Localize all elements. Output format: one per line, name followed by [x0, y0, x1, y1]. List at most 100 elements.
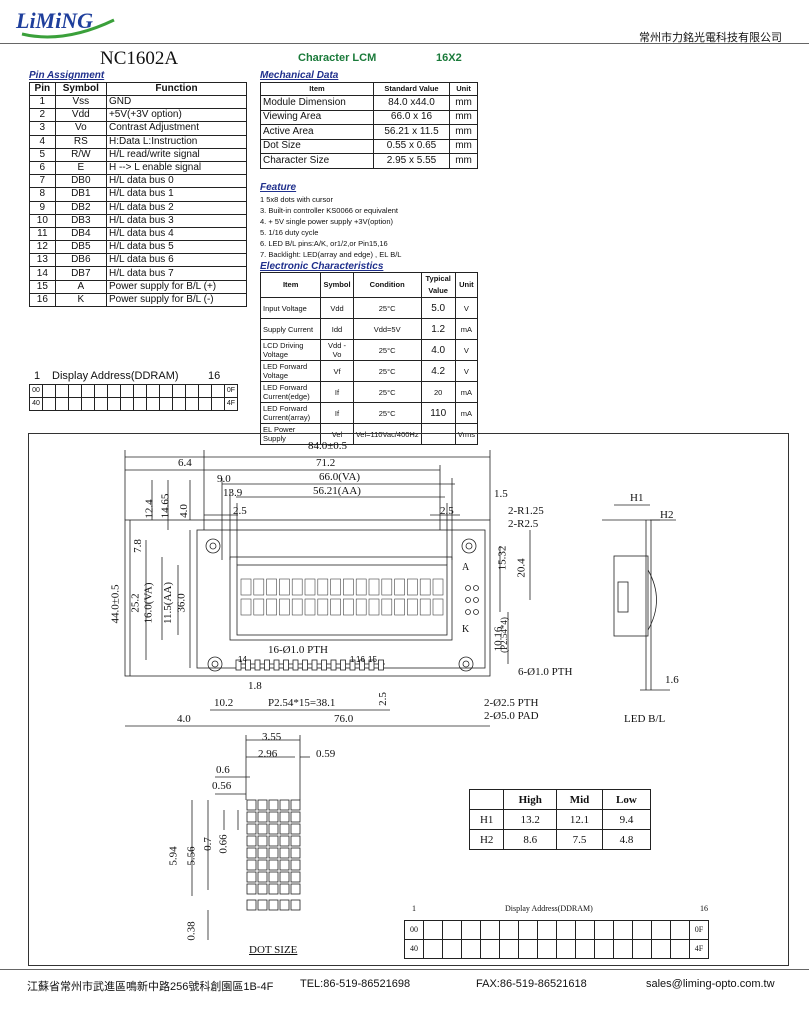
dot-cell: [290, 859, 301, 871]
char-cell: [240, 598, 252, 616]
product-size: 16X2: [436, 52, 462, 64]
height-header-cell: Mid: [556, 789, 603, 810]
ddram-cell: [211, 397, 225, 411]
ddram-title: Display Address(DDRAM): [52, 370, 179, 382]
pin-label-k: K: [462, 624, 470, 635]
elec-cell: LED Forward Current(array): [259, 402, 322, 424]
dot-038: 0.38: [185, 921, 198, 941]
pin-cell: 15: [29, 279, 56, 294]
pin-header-cell: Function: [105, 82, 248, 96]
ddram-cell: [81, 384, 95, 398]
height-cell: 8.6: [503, 829, 558, 850]
ddram-cell: [159, 397, 173, 411]
ddram-cell: [613, 939, 633, 959]
ddram-cell: [94, 384, 108, 398]
elec-cell: Input Voltage: [259, 297, 322, 319]
char-cell: [432, 578, 444, 596]
pin-pad: [245, 659, 251, 671]
pin-cell: 13: [29, 253, 56, 268]
product-type: Character LCM: [298, 52, 377, 64]
height-cell: 9.4: [601, 809, 652, 830]
elec-cell: Vdd - Vo: [320, 339, 354, 361]
pin-cell: RS: [54, 134, 107, 149]
pin-cell: 1: [29, 94, 56, 110]
dot-cell: [268, 811, 279, 823]
ddram-cell: [172, 384, 186, 398]
mech-cell: Dot Size: [260, 138, 374, 154]
pin-cell: K: [54, 292, 107, 308]
ddram-cell: [146, 384, 160, 398]
elec-cell: 20: [420, 381, 456, 403]
ddram-cell: [159, 384, 173, 398]
dot-cell: [279, 799, 290, 811]
dim-40b: 4.0: [177, 713, 191, 725]
ddram-cell: [133, 397, 147, 411]
elec-cell: Supply Current: [259, 318, 322, 340]
feature-item: 3. Built-in controller KS0066 or equival…: [260, 206, 398, 215]
ddram-cell: [185, 397, 199, 411]
ddram-left-label: 1: [34, 370, 41, 382]
dot-cell: [257, 799, 268, 811]
ddram-cell: [81, 397, 95, 411]
ddram-cell: [613, 920, 633, 940]
cursor-dot-cell: [246, 899, 257, 911]
dim-760: 76.0: [334, 713, 354, 725]
pin-cell: DB6: [54, 253, 107, 268]
char-cell: [394, 578, 405, 596]
dot-cell: [279, 871, 290, 883]
dot-cell: [268, 799, 279, 811]
dim-pad2: 2-Ø5.0 PAD: [484, 710, 539, 722]
ddram-cell: [556, 939, 576, 959]
char-cell: [419, 598, 431, 616]
footer-email[interactable]: sales@liming-opto.com.tw: [646, 978, 775, 990]
pin-pad: [311, 659, 318, 671]
ddram-cell: [211, 384, 225, 398]
mech-cell: mm: [449, 138, 478, 154]
ddram-cell: [575, 920, 595, 940]
ddram-cell: [556, 920, 576, 940]
dim-pth6: 6-Ø1.0 PTH: [518, 666, 573, 678]
dot-296: 2.96: [258, 748, 278, 760]
ddram-cell: [42, 397, 56, 411]
dim-102: 10.2: [214, 697, 234, 709]
pin-cell: 11: [29, 226, 56, 242]
dot-cell: [279, 859, 290, 871]
elec-cell: 25°C: [352, 381, 422, 403]
ddram-cell: [55, 397, 69, 411]
dot-cell: [257, 883, 268, 895]
char-cell: [304, 598, 316, 616]
pin-cell: A: [54, 279, 107, 294]
pin-cell: 2: [29, 108, 56, 123]
feature-item: 5. 1/16 duty cycle: [260, 228, 319, 237]
pin-pad: [368, 659, 375, 671]
elec-cell: V: [454, 297, 479, 319]
pin-pad: [283, 659, 289, 671]
pin-cell: 14: [29, 266, 56, 281]
dot-cell: [246, 859, 257, 871]
model-title: NC1602A: [100, 48, 179, 69]
char-cell: [279, 598, 290, 616]
mech-cell: mm: [449, 124, 478, 140]
dot-cell: [257, 823, 268, 835]
ddram-cell: [499, 939, 519, 959]
elec-header-cell: Unit: [454, 272, 479, 298]
mech-header-cell: Standard Value: [372, 82, 451, 96]
dot-cell: [257, 835, 268, 847]
ddram-cell: [42, 384, 56, 398]
height-header-cell: High: [503, 789, 558, 810]
feature-item: 6. LED B/L pins:A/K, or1/2,or Pin15,16: [260, 239, 388, 248]
pin-cell: 5: [29, 147, 56, 162]
dot-cell: [257, 859, 268, 871]
pin-cell: E: [54, 160, 107, 176]
dim-pitch: P2.54*15=38.1: [268, 697, 336, 709]
height-cell: 13.2: [503, 809, 558, 830]
pin-cell: H:Data L:Instruction: [105, 134, 248, 149]
